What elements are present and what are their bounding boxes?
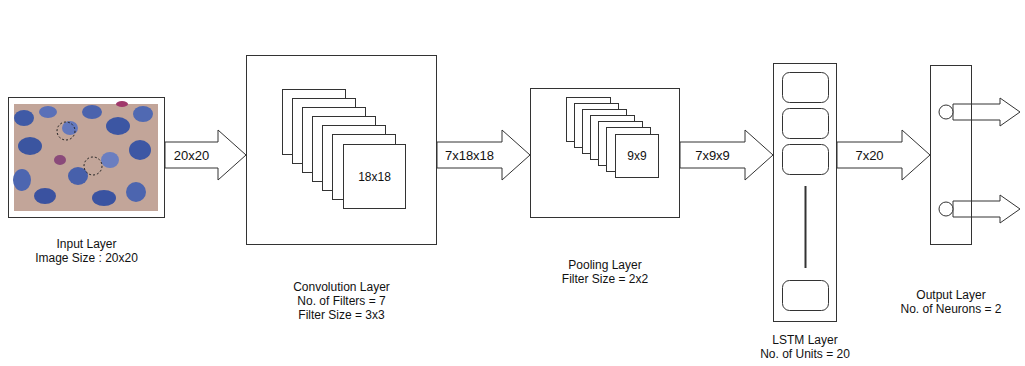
layer-parameter: No. of Neurons = 2 — [900, 302, 1001, 316]
map-size: 9x9 — [627, 149, 646, 163]
layer-name: Convolution Layer — [293, 280, 390, 294]
pooled-map: 9x9 — [615, 134, 659, 178]
input-image — [13, 101, 158, 211]
data-flow-arrow — [837, 130, 930, 180]
layer-parameter: No. of Filters = 7 — [293, 294, 390, 308]
tensor-shape: 7x20 — [853, 148, 885, 163]
layer-caption: Input LayerImage Size : 20x20 — [35, 237, 138, 265]
layer-caption: Convolution LayerNo. of Filters = 7Filte… — [293, 280, 390, 322]
tensor-shape: 7x18x18 — [443, 148, 496, 163]
map-size: 18x18 — [358, 170, 391, 184]
tensor-shape: 20x20 — [172, 148, 211, 163]
output-neurons — [939, 98, 1020, 223]
layer-caption: LSTM LayerNo. of Units = 20 — [760, 333, 850, 361]
lstm-cells — [783, 73, 829, 311]
data-flow-arrow — [437, 130, 530, 180]
data-flow-arrow — [165, 130, 246, 180]
tensor-shape: 7x9x9 — [693, 148, 732, 163]
layer-name: LSTM Layer — [760, 333, 850, 347]
layer-caption: Output LayerNo. of Neurons = 2 — [900, 288, 1001, 316]
pooling-layer-box: Pooling LayerFilter Size = 2x29x9 — [530, 88, 680, 218]
layer-name: Output Layer — [900, 288, 1001, 302]
input-layer-box: Input LayerImage Size : 20x20 — [8, 97, 165, 218]
layer-caption: Pooling LayerFilter Size = 2x2 — [562, 258, 648, 286]
layer-parameter: Filter Size = 2x2 — [562, 272, 648, 286]
feature-map: 18x18 — [343, 144, 406, 209]
convolution-layer-box: Convolution LayerNo. of Filters = 7Filte… — [246, 55, 437, 245]
data-flow-arrow — [680, 130, 773, 180]
layer-parameter: No. of Units = 20 — [760, 347, 850, 361]
lstm-layer-box: LSTM LayerNo. of Units = 20 — [773, 63, 837, 322]
layer-name: Pooling Layer — [562, 258, 648, 272]
output-layer-box: Output LayerNo. of Neurons = 2 — [930, 65, 972, 245]
layer-parameter: Filter Size = 3x3 — [293, 308, 390, 322]
layer-parameter: Image Size : 20x20 — [35, 251, 138, 265]
layer-name: Input Layer — [35, 237, 138, 251]
